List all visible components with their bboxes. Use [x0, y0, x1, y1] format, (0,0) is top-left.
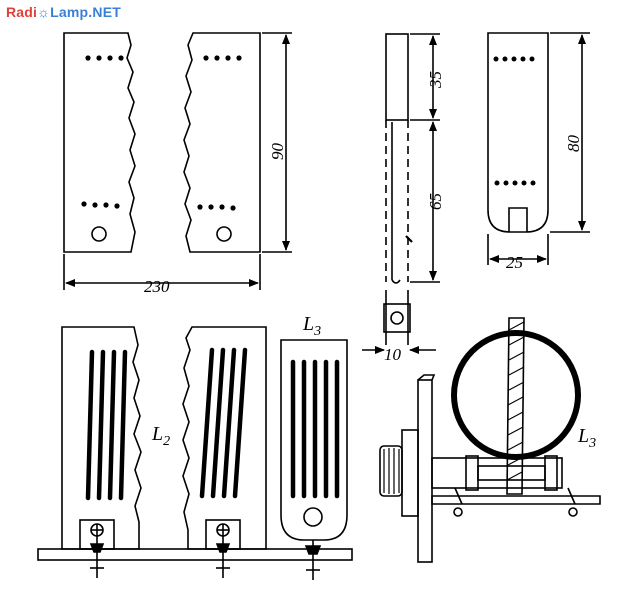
hole-row-bottom-left: [81, 201, 120, 209]
plate-l2-left-bent: [61, 326, 142, 578]
vertical-plate-section: [506, 317, 525, 495]
dim-text-80: 80: [564, 135, 583, 153]
watermark-part-2: Lamp.NET: [50, 4, 121, 20]
plate-l3-assembled: [280, 339, 348, 580]
dim-90: [262, 32, 292, 253]
dim-25: [487, 234, 549, 265]
dim-80: [550, 32, 590, 233]
hole-row-top-right: [203, 55, 242, 61]
slots-l3: [290, 359, 340, 499]
dim-text-35: 35: [426, 71, 445, 89]
watermark-logo: Radi☼Lamp.NET: [6, 4, 121, 20]
watermark-part-1: Radi: [6, 4, 38, 20]
mount-hole-right: [216, 226, 232, 242]
dim-text-90: 90: [268, 143, 287, 161]
hole-row-l3-top: [493, 56, 535, 62]
hole-row-bottom-right: [197, 204, 236, 211]
plate-left-top: [63, 32, 136, 253]
slots-l2-right: [199, 347, 248, 499]
dim-35-65: [410, 33, 440, 283]
ring-coil-l3: [451, 330, 581, 460]
watermark-sun-icon: ☼: [37, 4, 51, 20]
knob-knurl: [383, 448, 400, 494]
dim-230: [63, 254, 261, 290]
label-l3-right: L3: [577, 425, 596, 451]
plate-l3-flat: [487, 32, 549, 233]
base-bar: [37, 548, 353, 561]
plate-l2-right-bent: [182, 326, 267, 578]
hole-row-top-left: [85, 55, 124, 61]
label-l3-top: L3: [302, 313, 321, 339]
dim-text-25: 25: [506, 253, 523, 272]
shaft-and-bracket: [431, 455, 601, 517]
mount-hole-left: [91, 226, 107, 242]
tuning-knob: [379, 429, 419, 517]
dim-text-65: 65: [426, 193, 445, 210]
side-view-strip: [383, 33, 413, 345]
dim-text-10: 10: [384, 345, 402, 364]
plate-right-top: [183, 32, 261, 253]
slots-l2-left: [85, 349, 128, 501]
hole-row-l3-bottom: [494, 180, 536, 186]
dim-text-230: 230: [144, 277, 170, 296]
label-l2: L2: [151, 423, 170, 449]
